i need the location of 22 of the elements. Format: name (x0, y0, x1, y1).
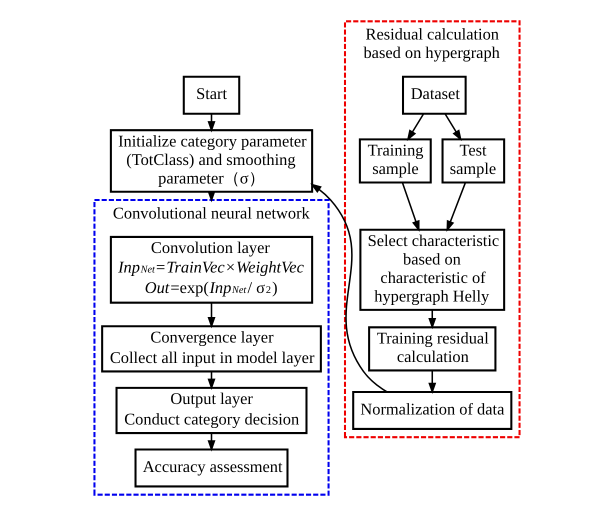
node-box: Normalization of data (352, 390, 512, 430)
node-box: Training residual calculation (368, 326, 496, 371)
node-box: Test sample (442, 138, 506, 184)
arrow (402, 182, 420, 232)
arrow (428, 310, 436, 329)
node-box: Convolution layer InpNet=TrainVec×WeightVec Out=exp(InpNet/ σ2) (110, 235, 314, 304)
node-box: Training sample (358, 138, 432, 184)
arrow (310, 182, 388, 392)
node-box: Dataset (402, 75, 467, 114)
arrow (208, 302, 216, 328)
arrow (444, 113, 462, 141)
node-box: Output layer Conduct category decision (116, 386, 308, 434)
node-box: Select characteristic based on characteristic of hypergraph Helly (359, 228, 506, 310)
node-box: Accuracy assessment (134, 448, 289, 487)
node-box: Convergence layer Collect all input in model layer (101, 324, 322, 372)
arrow (208, 371, 216, 390)
arrow (208, 432, 216, 452)
arrow (208, 114, 216, 132)
arrow (428, 370, 436, 394)
arrow (446, 182, 466, 232)
arrow (406, 113, 424, 141)
node-box: Start (182, 75, 240, 114)
